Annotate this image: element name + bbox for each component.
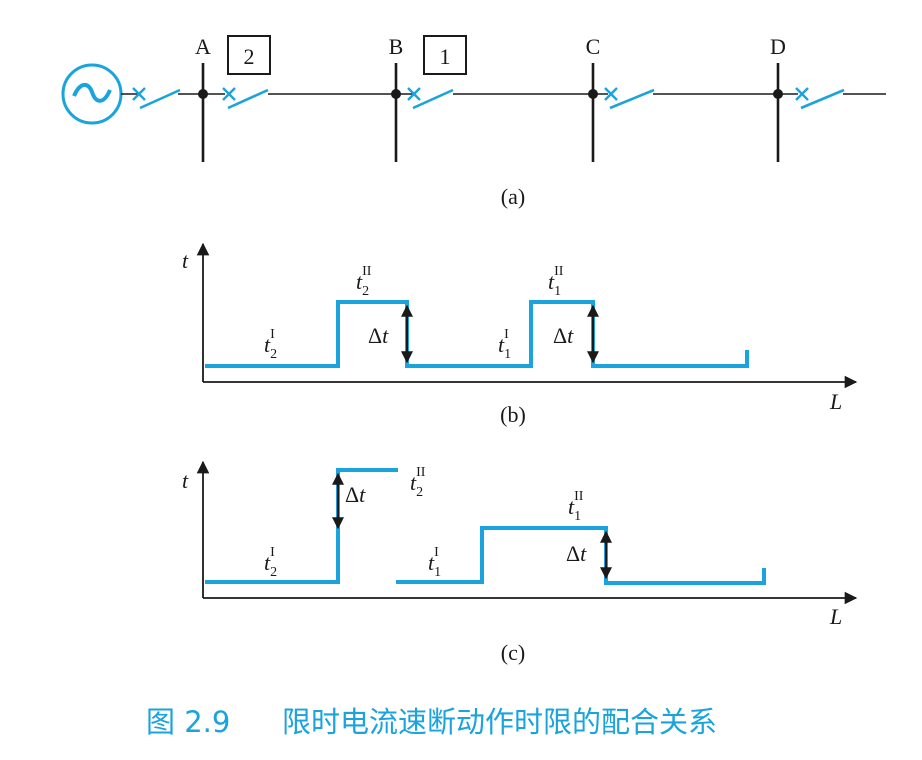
bus-label-d: D	[770, 34, 786, 59]
bus-c: C	[586, 34, 601, 162]
bus-label-c: C	[586, 34, 601, 59]
bus-a: A	[195, 34, 211, 162]
label-t1-I: t1I	[428, 545, 441, 580]
label-t2-I: t2I	[264, 545, 277, 580]
panel-label-c: (c)	[501, 640, 525, 665]
panel-label-a: (a)	[501, 184, 525, 209]
label-t2-II: t2II	[410, 465, 426, 500]
caption-title: 限时电流速断动作时限的配合关系	[282, 705, 717, 739]
label-t1-II: t1II	[548, 264, 564, 299]
bus-label-a: A	[195, 34, 211, 59]
panel-label-b: (b)	[500, 402, 526, 427]
label-t1-II: t1II	[568, 489, 584, 524]
caption-number: 图 2.9	[146, 705, 230, 739]
label-t1-I: t1I	[498, 327, 511, 362]
bus-d: D	[770, 34, 786, 162]
relay-label-2: 2	[244, 44, 255, 69]
bus-b: B	[389, 34, 404, 162]
figure-caption: 图 2.9 限时电流速断动作时限的配合关系	[146, 705, 717, 739]
breaker-5	[795, 87, 845, 110]
time-step-curve-1	[396, 526, 766, 585]
diagram-c: t L t2I t2II t1I t1II Δt Δt (c)	[182, 460, 858, 665]
breaker-4	[604, 87, 655, 110]
time-step-curve	[205, 300, 749, 368]
breaker-3	[407, 87, 454, 110]
l-axis-label: L	[829, 604, 842, 629]
breaker-2	[222, 87, 269, 110]
relay-label-1: 1	[440, 44, 451, 69]
bus-label-b: B	[389, 34, 404, 59]
label-t2-II: t2II	[356, 264, 372, 299]
label-delta-t-2: Δt	[553, 323, 574, 348]
label-delta-t-1: Δt	[368, 323, 389, 348]
t-axis-label: t	[182, 468, 189, 493]
label-t2-I: t2I	[264, 327, 277, 362]
t-axis-label: t	[182, 248, 189, 273]
relay-box-2: 2	[227, 35, 271, 75]
label-delta-t-1: Δt	[345, 482, 366, 507]
l-axis-label: L	[829, 389, 842, 414]
label-delta-t-2: Δt	[566, 541, 587, 566]
time-step-curve-2	[205, 468, 398, 584]
diagram-a: A B C D 2 1 (a)	[61, 34, 886, 209]
ac-source-icon	[61, 63, 123, 125]
breaker-1	[132, 87, 181, 110]
relay-box-1: 1	[423, 35, 467, 75]
diagram-b: t L t2I t2II t1I t1II Δt Δt (b)	[182, 242, 858, 427]
